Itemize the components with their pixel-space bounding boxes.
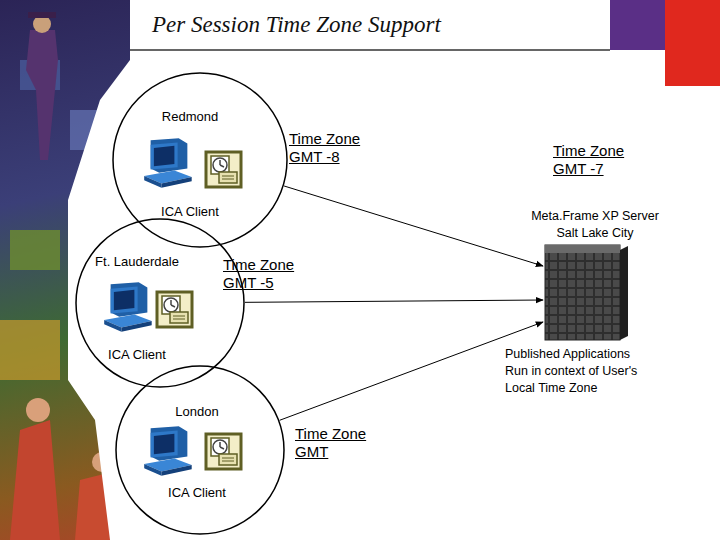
client-label: ICA Client (87, 346, 187, 363)
site-name: Ft. Lauderdale (77, 253, 197, 270)
site-name: Redmond (140, 108, 240, 125)
connector-arrow (245, 300, 543, 302)
circle-outline (115, 365, 285, 535)
slide-title: Per Session Time Zone Support (152, 12, 602, 38)
connector-arrow (280, 322, 543, 420)
time-zone: Time Zone GMT (295, 425, 381, 461)
note-text: Published Applications Run in context of… (505, 346, 645, 397)
time-zone: Time Zone GMT -8 (289, 130, 375, 166)
connector-arrow (284, 186, 543, 266)
time-zone: Time Zone GMT -7 (553, 142, 639, 178)
server-node: Time Zone GMT -7Meta.Frame XP Server Sal… (545, 245, 620, 340)
site-name: London (147, 403, 247, 420)
time-zone: Time Zone GMT -5 (223, 256, 309, 292)
site-circle: Ft. LauderdaleTime Zone GMT -5ICA Client (75, 218, 245, 388)
client-label: ICA Client (147, 484, 247, 501)
client-label: ICA Client (140, 203, 240, 220)
circle-outline (75, 218, 245, 388)
site-circle: LondonTime Zone GMTICA Client (115, 365, 285, 535)
server-label: Meta.Frame XP Server Salt Lake City (520, 208, 670, 242)
